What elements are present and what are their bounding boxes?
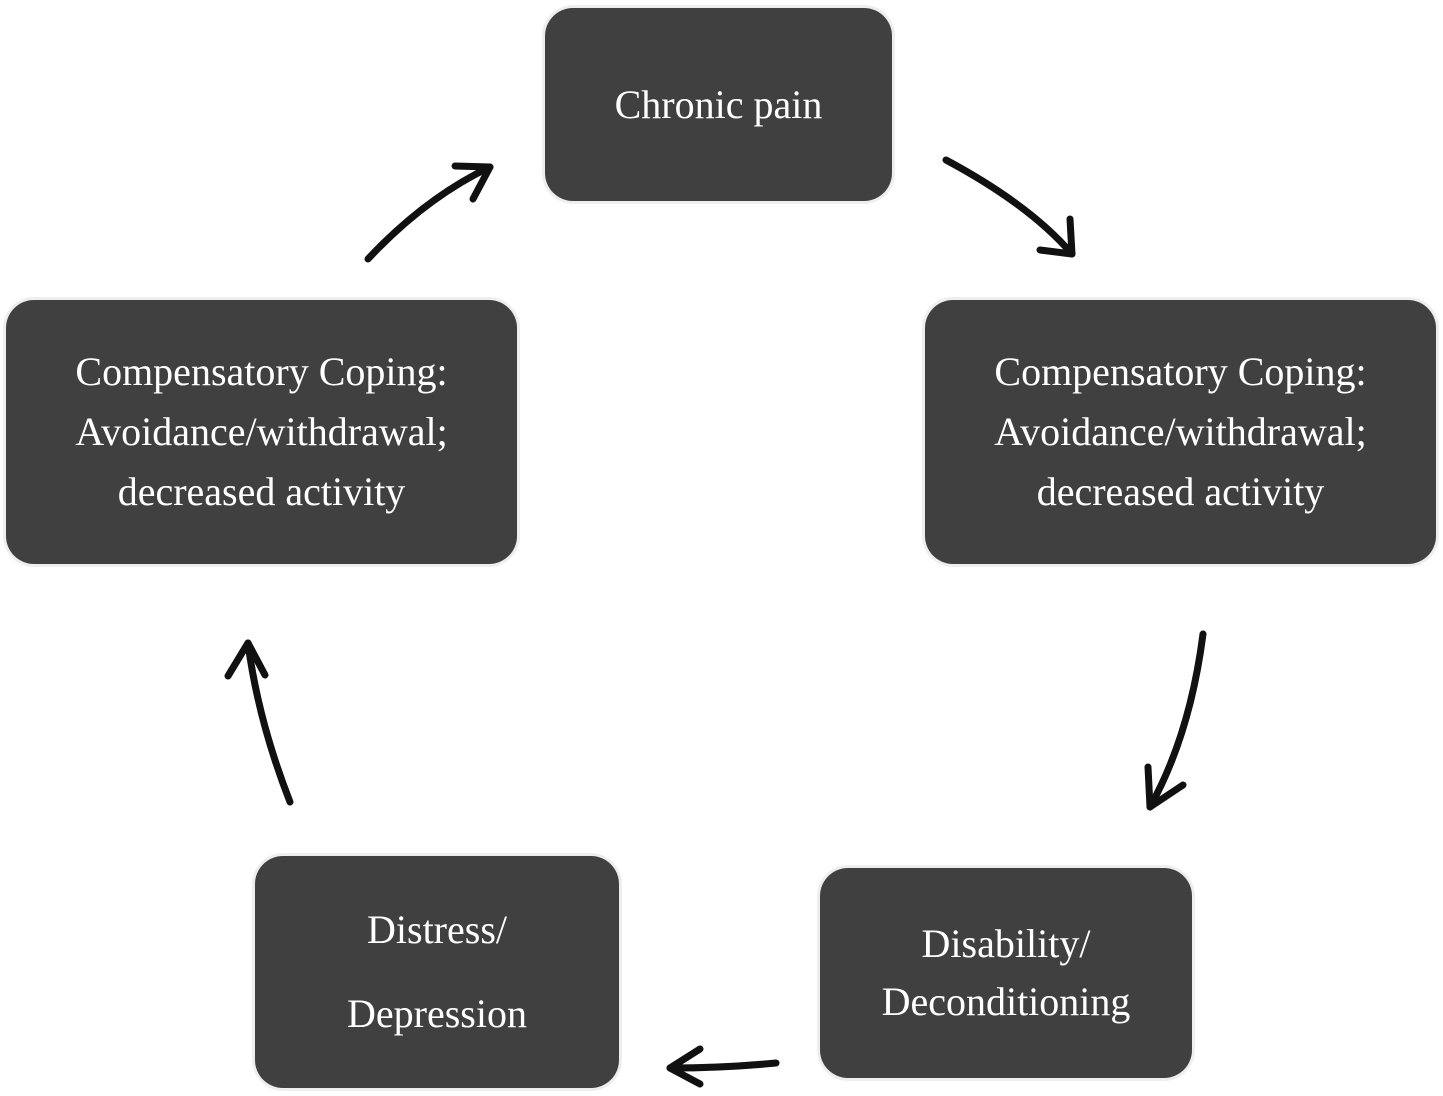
distress-line-2: Depression: [347, 991, 527, 1036]
coping-right-line-1: Compensatory Coping:: [994, 349, 1367, 394]
distress-line-1: Distress/: [367, 907, 507, 952]
compensatory-coping-right-node: Compensatory Coping: Avoidance/withdrawa…: [925, 300, 1436, 564]
coping-left-line-1: Compensatory Coping:: [75, 349, 448, 394]
arrow-coping-left-to-pain: [364, 162, 494, 263]
chronic-pain-label: Chronic pain: [614, 81, 823, 127]
disability-line-2: Deconditioning: [881, 979, 1131, 1024]
arrow-disability-to-distress: [666, 1045, 780, 1088]
compensatory-coping-left-node: Compensatory Coping: Avoidance/withdrawa…: [6, 300, 517, 564]
coping-left-line-3: decreased activity: [117, 469, 406, 514]
chronic-pain-node: Chronic pain: [545, 8, 892, 201]
disability-line-1: Disability/: [921, 921, 1091, 966]
arrow-coping-right-to-disability: [1144, 630, 1207, 811]
distress-depression-node: Distress/ Depression: [255, 856, 619, 1088]
coping-right-line-3: decreased activity: [1036, 469, 1325, 514]
coping-right-line-2: Avoidance/withdrawal;: [994, 409, 1367, 454]
disability-deconditioning-node: Disability/ Deconditioning: [820, 868, 1192, 1078]
coping-left-line-2: Avoidance/withdrawal;: [75, 409, 448, 454]
arrow-pain-to-coping-right: [942, 156, 1076, 258]
arrow-distress-to-coping-left: [224, 639, 294, 806]
